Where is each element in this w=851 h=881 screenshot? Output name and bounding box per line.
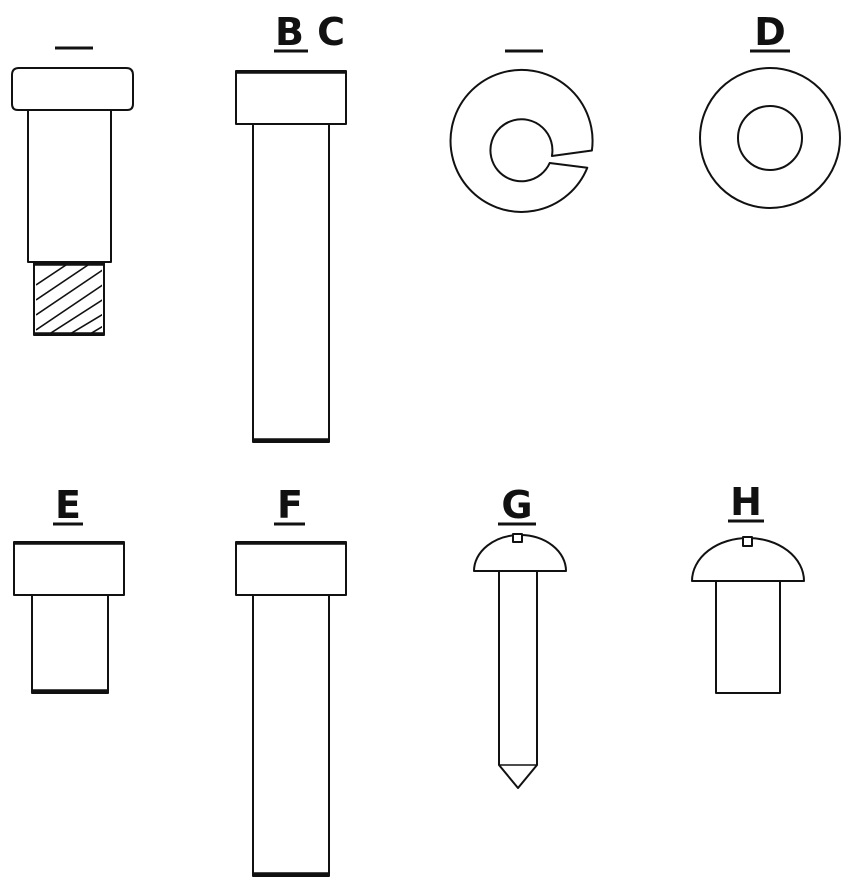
part-label-e: E <box>55 483 81 527</box>
long-bolt-bc-part: B C <box>235 10 347 443</box>
shoulder-bolt-part <box>11 46 134 336</box>
split-lock-washer-part <box>449 49 594 213</box>
part-label-g: G <box>501 483 532 527</box>
part-label-d: D <box>754 10 786 54</box>
part-label-f: F <box>277 483 303 527</box>
part-label-h: H <box>730 480 762 524</box>
short-bolt-e-part: E <box>13 483 125 694</box>
round-head-bolt-h-part: H <box>691 480 805 694</box>
part-label-bc: B C <box>275 10 345 54</box>
wood-screw-g-part: G <box>473 483 567 789</box>
long-bolt-f-part: F <box>235 483 347 877</box>
flat-washer-d-part: D <box>699 10 841 209</box>
